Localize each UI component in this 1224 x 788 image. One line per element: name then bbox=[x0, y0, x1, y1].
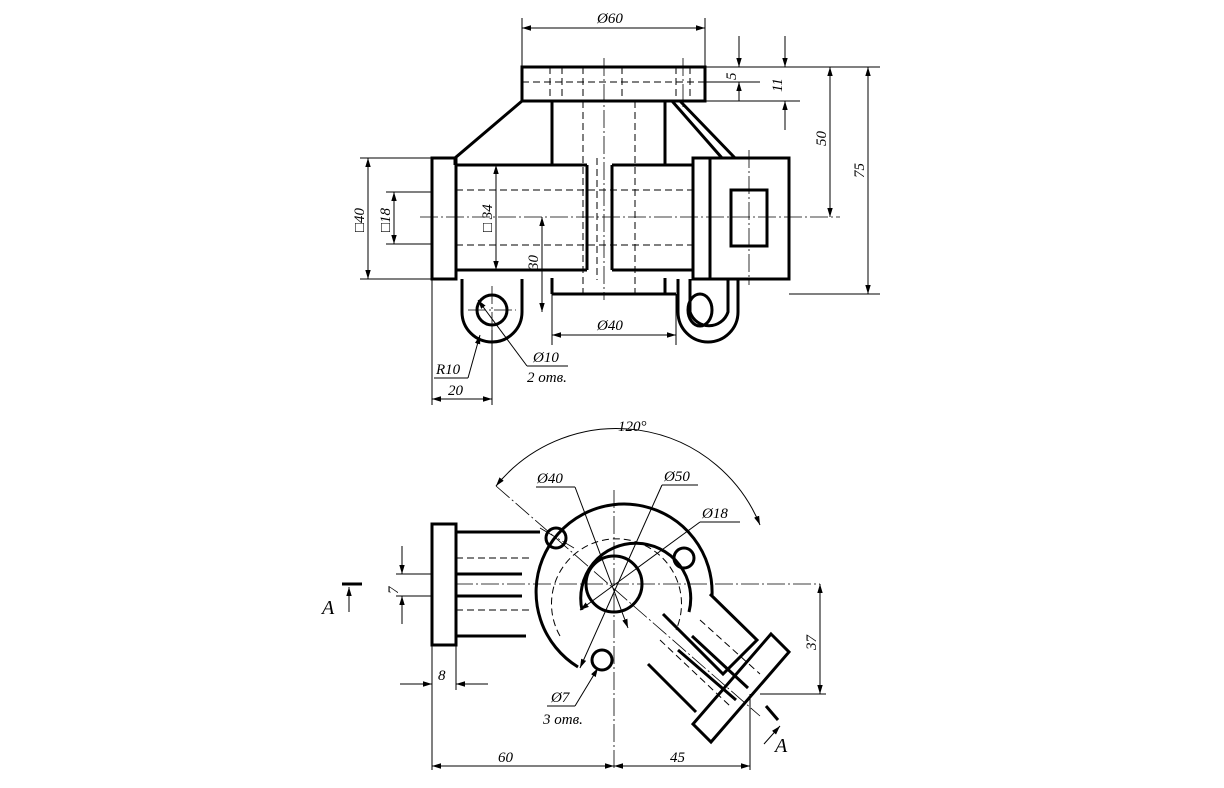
bolt-hole-1 bbox=[544, 526, 568, 550]
right-lug bbox=[676, 279, 740, 344]
front-view: Ø60 5 11 50 75 □40 □18 □ 34 30 bbox=[352, 11, 880, 405]
dim-lug-offset: 20 bbox=[448, 383, 464, 399]
dim-right: 45 bbox=[670, 750, 686, 766]
angled-branch bbox=[661, 592, 760, 677]
dim-total-height: 75 bbox=[852, 163, 868, 179]
angled-flange bbox=[690, 631, 792, 745]
dim-slot-width: 7 bbox=[386, 585, 402, 594]
top-left-flange bbox=[430, 522, 458, 647]
dim-flange-width: 8 bbox=[438, 668, 446, 684]
dim-lug-hole-count: 2 отв. bbox=[527, 370, 567, 386]
dim-body-square: □ 34 bbox=[480, 204, 496, 232]
bolt-hole-3 bbox=[590, 648, 614, 672]
top-flange bbox=[520, 65, 707, 103]
dim-hole-square: □18 bbox=[378, 207, 394, 232]
dim-bottom-diameter: Ø40 bbox=[596, 318, 623, 334]
dim-branch-offset: 37 bbox=[804, 634, 820, 652]
dim-holes-count: 3 отв. bbox=[542, 712, 583, 728]
bolt-hole-2 bbox=[672, 546, 696, 570]
section-label-right: A bbox=[773, 735, 788, 757]
right-flange bbox=[691, 156, 791, 281]
dim-inner-diameter: Ø40 bbox=[536, 471, 563, 487]
dim-bore: Ø18 bbox=[701, 506, 728, 522]
dim-top-diameter: Ø60 bbox=[596, 11, 623, 27]
right-lug-hole bbox=[686, 292, 714, 328]
outer-boss bbox=[534, 502, 714, 669]
dim-flange-thickness: 5 bbox=[724, 72, 740, 80]
dim-flange-square: □40 bbox=[352, 207, 368, 232]
left-flange bbox=[430, 156, 458, 281]
dim-center-height: 50 bbox=[814, 131, 830, 147]
section-label-left: A bbox=[320, 597, 335, 619]
dim-lug-hole: Ø10 bbox=[532, 350, 559, 366]
dim-top-height: 11 bbox=[770, 78, 786, 92]
dim-body-to-bottom: 30 bbox=[526, 255, 542, 272]
dim-left: 60 bbox=[498, 750, 514, 766]
dim-lug-radius: R10 bbox=[435, 362, 461, 378]
dim-angle: 120° bbox=[618, 419, 647, 435]
dim-holes: Ø7 bbox=[550, 690, 571, 706]
dim-bolt-circle: Ø50 bbox=[663, 469, 690, 485]
top-view: 120° Ø40 Ø50 Ø18 7 8 Ø7 3 отв. 60 bbox=[320, 419, 826, 770]
